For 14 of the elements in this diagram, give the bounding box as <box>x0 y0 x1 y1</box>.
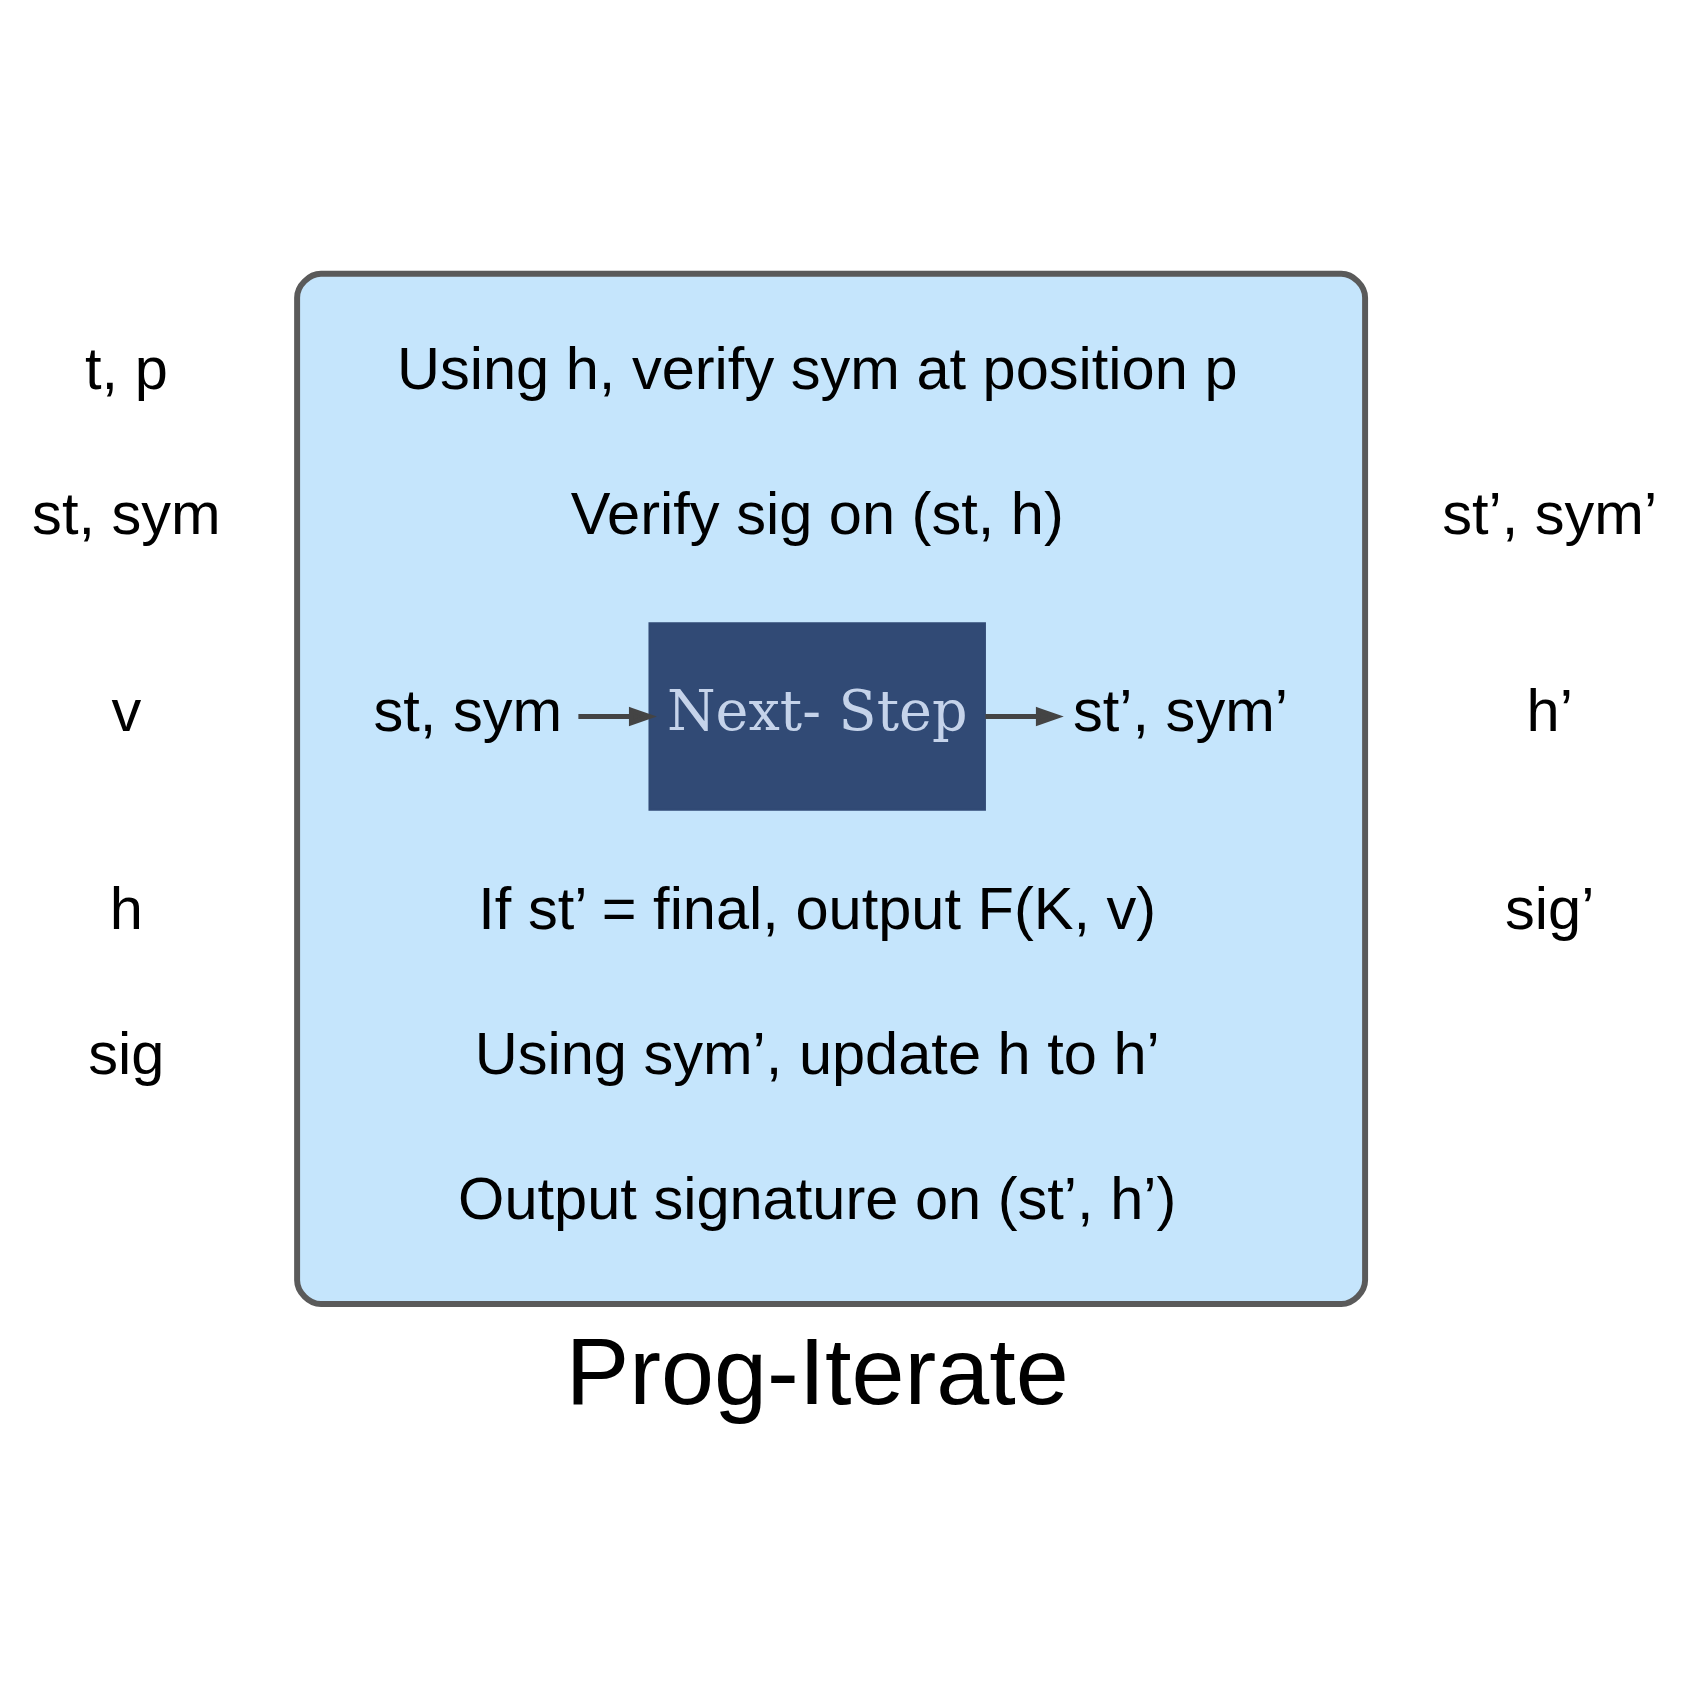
node-label: Prog-Iterate <box>565 1317 1069 1424</box>
arrow <box>578 706 657 726</box>
label: h <box>109 874 143 942</box>
node-text: st’, sym’ <box>1072 676 1288 744</box>
label: sig <box>88 1019 165 1087</box>
node-box: Next- Step <box>648 621 986 811</box>
label: st’, sym’ <box>1442 479 1658 547</box>
arrow <box>985 706 1064 726</box>
label: t, p <box>85 334 168 402</box>
label: h’ <box>1526 676 1573 744</box>
label: v <box>111 676 142 744</box>
label: sig’ <box>1505 874 1595 942</box>
node-text: st, sym <box>373 676 563 744</box>
label: st, sym <box>32 479 221 547</box>
